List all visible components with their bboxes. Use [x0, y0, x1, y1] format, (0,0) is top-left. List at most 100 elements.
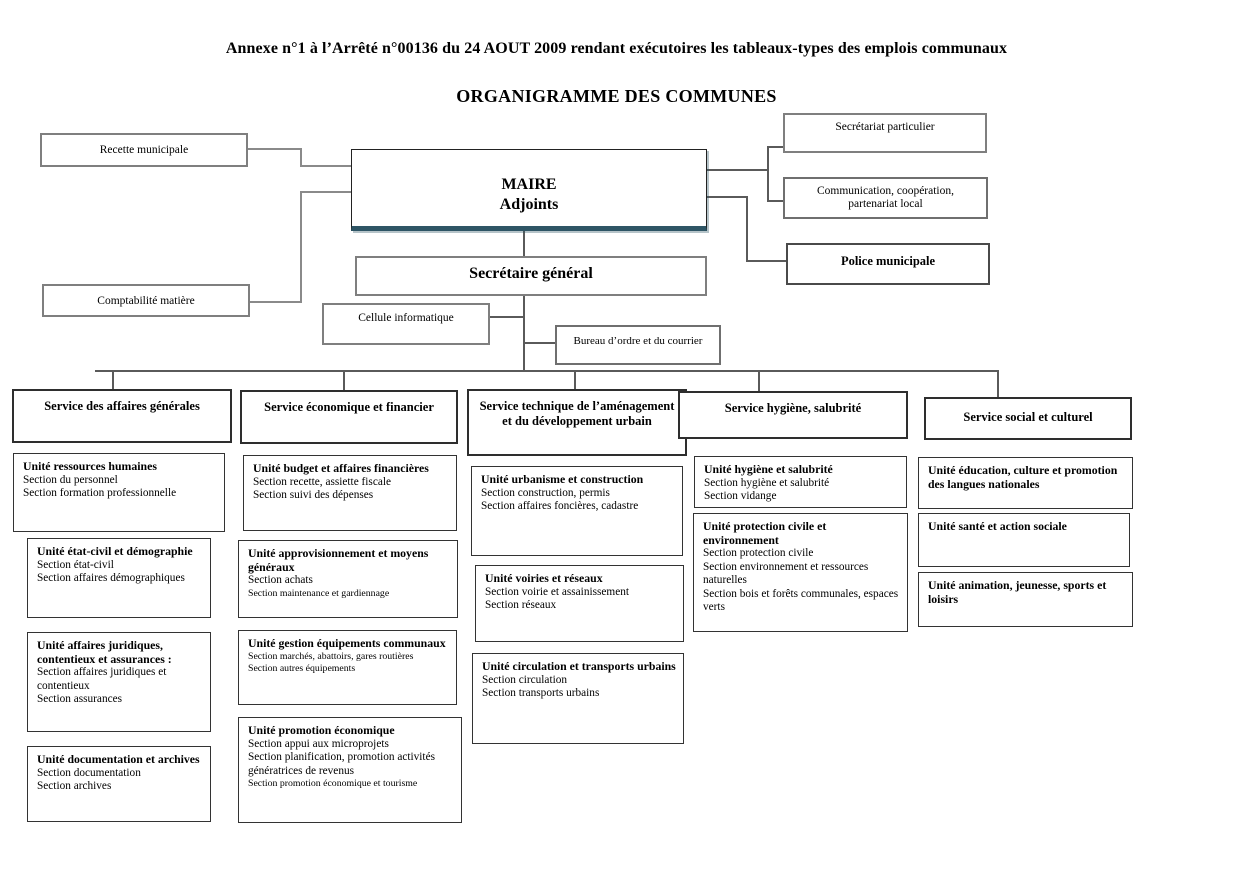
unit-title: Unité approvisionnement et moyens généra… — [248, 546, 429, 574]
unit-section: Section réseaux — [485, 599, 557, 611]
unit-title: Unité hygiène et salubrité — [704, 462, 833, 476]
unit-section: Section autres équipements — [248, 662, 356, 674]
box-label: Recette municipale — [99, 144, 189, 156]
service-economique-financier: Service économique et financier — [240, 390, 458, 444]
box-cellule-informatique: Cellule informatique — [322, 303, 490, 345]
unit-title: Unité circulation et transports urbains — [482, 659, 676, 673]
connector-line — [746, 196, 748, 262]
connector-line — [767, 146, 784, 148]
unit-approvisionnement-moyens: Unité approvisionnement et moyens généra… — [238, 540, 458, 618]
unit-budget-affaires-financieres: Unité budget et affaires financières Sec… — [243, 455, 457, 531]
unit-ressources-humaines: Unité ressources humaines Section du per… — [13, 453, 225, 532]
connector-line — [300, 148, 302, 167]
unit-section: Section protection civile — [703, 547, 814, 559]
connector-line — [300, 165, 352, 167]
unit-documentation-archives: Unité documentation et archives Section … — [27, 746, 211, 822]
unit-section: Section suivi des dépenses — [253, 489, 374, 501]
unit-title: Unité éducation, culture et promotion de… — [928, 463, 1118, 491]
box-label: Police municipale — [840, 254, 936, 268]
box-comptabilite-matiere: Comptabilité matière — [42, 284, 250, 317]
unit-section: Section transports urbains — [482, 687, 600, 699]
box-label: Cellule informatique — [358, 312, 454, 324]
unit-sante-action-sociale: Unité santé et action sociale — [918, 513, 1130, 567]
unit-section: Section bois et forêts communales, espac… — [703, 587, 899, 614]
adjoints-label: Adjoints — [499, 196, 559, 213]
box-label: Secrétaire général — [469, 265, 593, 282]
box-secretaire-general: Secrétaire général — [355, 256, 707, 296]
unit-section: Section affaires foncières, cadastre — [481, 500, 639, 512]
unit-title: Unité gestion équipements communaux — [248, 636, 446, 650]
box-secretariat-particulier: Secrétariat particulier — [783, 113, 987, 153]
unit-section: Section appui aux microprojets — [248, 737, 389, 750]
unit-title: Unité ressources humaines — [23, 459, 157, 473]
unit-section: Section construction, permis — [481, 486, 610, 499]
box-label: Secrétariat particulier — [835, 121, 935, 133]
connector-line — [707, 169, 769, 171]
connector-line — [300, 191, 352, 193]
connector-line — [707, 196, 748, 198]
service-affaires-generales: Service des affaires générales — [12, 389, 232, 443]
connector-line — [523, 231, 525, 257]
unit-section: Section vidange — [704, 490, 777, 502]
unit-section: Section voirie et assainissement — [485, 585, 630, 598]
box-label: Bureau d’ordre et du courrier — [573, 335, 703, 347]
unit-section: Section recette, assiette fiscale — [253, 475, 392, 488]
box-recette-municipale: Recette municipale — [40, 133, 248, 167]
unit-section: Section promotion économique et tourisme — [248, 778, 418, 789]
unit-section: Section documentation — [37, 766, 141, 779]
unit-section: Section affaires démographiques — [37, 572, 185, 584]
unit-hygiene-salubrite: Unité hygiène et salubrité Section hygiè… — [694, 456, 907, 508]
connector-line — [300, 191, 302, 303]
connector-line — [758, 370, 760, 392]
box-police-municipale: Police municipale — [786, 243, 990, 285]
unit-section: Section assurances — [37, 693, 123, 705]
unit-section: Section état-civil — [37, 558, 114, 571]
connector-line — [343, 370, 345, 391]
unit-etat-civil-demographie: Unité état-civil et démographie Section … — [27, 538, 211, 618]
unit-title: Unité affaires juridiques, contentieux e… — [37, 638, 172, 666]
organigramme-title: ORGANIGRAMME DES COMMUNES — [456, 86, 777, 106]
unit-voiries-reseaux: Unité voiries et réseaux Section voirie … — [475, 565, 684, 642]
unit-section: Section hygiène et salubrité — [704, 476, 830, 489]
connector-line — [574, 370, 576, 390]
unit-gestion-equipements: Unité gestion équipements communaux Sect… — [238, 630, 457, 705]
unit-title: Unité promotion économique — [248, 723, 395, 737]
box-label: Communication, coopération, partenariat … — [816, 184, 954, 211]
unit-urbanisme-construction: Unité urbanisme et construction Section … — [471, 466, 683, 556]
unit-section: Section circulation — [482, 673, 568, 686]
unit-section: Section marchés, abattoirs, gares routiè… — [248, 650, 414, 662]
connector-line — [767, 200, 784, 202]
connector-line — [523, 342, 556, 344]
unit-section: Section affaires juridiques et contentie… — [37, 666, 167, 692]
unit-title: Unité animation, jeunesse, sports et loi… — [928, 578, 1107, 606]
unit-title: Unité budget et affaires financières — [253, 461, 429, 475]
unit-title: Unité voiries et réseaux — [485, 571, 603, 585]
connector-line — [248, 148, 302, 150]
unit-section: Section maintenance et gardiennage — [248, 587, 390, 599]
box-label: Comptabilité matière — [97, 294, 195, 307]
unit-section: Section achats — [248, 574, 313, 586]
connector-line — [997, 370, 999, 398]
annexe-title: Annexe n°1 à l’Arrêté n°00136 du 24 AOUT… — [225, 40, 1008, 57]
unit-section: Section archives — [37, 780, 112, 792]
unit-protection-civile-environnement: Unité protection civile et environnement… — [693, 513, 908, 632]
unit-affaires-juridiques: Unité affaires juridiques, contentieux e… — [27, 632, 211, 732]
connector-line — [746, 260, 787, 262]
connector-line — [767, 146, 769, 202]
connector-line — [95, 370, 999, 372]
maire-label: MAIRE — [501, 176, 557, 193]
unit-title: Unité urbanisme et construction — [481, 472, 644, 486]
connector-line — [523, 296, 525, 372]
service-hygiene-salubrite: Service hygiène, salubrité — [678, 391, 908, 439]
unit-title: Unité santé et action sociale — [928, 519, 1067, 533]
unit-title: Unité documentation et archives — [37, 752, 200, 766]
unit-title: Unité état-civil et démographie — [37, 544, 193, 558]
unit-education-culture-langues: Unité éducation, culture et promotion de… — [918, 457, 1133, 509]
unit-promotion-economique: Unité promotion économique Section appui… — [238, 717, 462, 823]
box-bureau-ordre-courrier: Bureau d’ordre et du courrier — [555, 325, 721, 365]
unit-section: Section planification, promotion activit… — [248, 751, 435, 777]
service-social-culturel: Service social et culturel — [924, 397, 1132, 440]
unit-section: Section environnement et ressources natu… — [703, 560, 869, 587]
unit-section: Section formation professionnelle — [23, 487, 177, 499]
